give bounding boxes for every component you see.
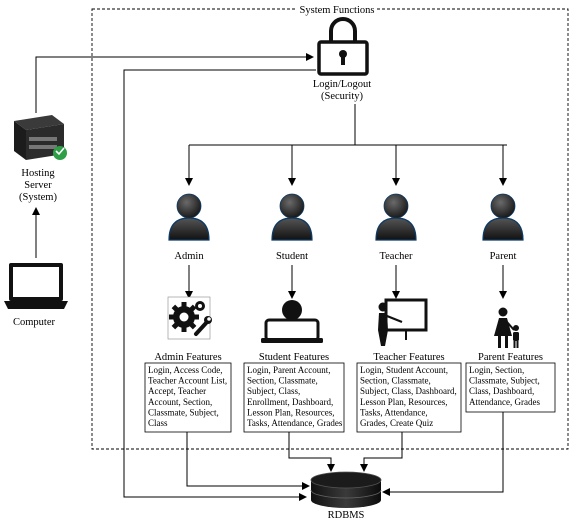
admin-role-label: Admin [174, 251, 204, 262]
teacher-feature-line: Grades, Create Quiz [360, 418, 433, 428]
padlock-icon [317, 17, 369, 76]
server-icon [14, 115, 67, 160]
parent-feature-line: Class, Dashboard, [469, 386, 534, 396]
student-user-silhouette-icon [271, 193, 313, 241]
teacher-board-icon [378, 298, 428, 346]
server-label-line3: (System) [19, 192, 57, 203]
frame-title: System Functions [300, 5, 375, 16]
database-label: RDBMS [328, 510, 365, 521]
parent-child-icon [494, 307, 519, 348]
server-label-line1: Hosting [21, 168, 55, 179]
server-to-login-arrow [35, 53, 314, 113]
parent-features-to-rdbms-arrow [382, 412, 504, 496]
parent-features-title: Parent Features [478, 352, 543, 363]
student-feature-line: Enrollment, Dashboard, [247, 397, 333, 407]
parent-user-silhouette-icon [482, 193, 524, 241]
admin-features-title: Admin Features [154, 352, 221, 363]
student-feature-line: Subject, Class, [247, 386, 300, 396]
security-label-line2: (Security) [321, 91, 363, 102]
laptop-icon [4, 263, 68, 309]
student-feature-line: Login, Parent Account, [247, 365, 330, 375]
admin-user-silhouette-icon [168, 193, 210, 241]
parent-feature-line: Classmate, Subject, [469, 376, 540, 386]
login-to-rdbms-arrow [123, 69, 316, 501]
parent-feature-line: Attendance, Grades [469, 397, 540, 407]
parent-feature-line: Login, Section, [469, 365, 524, 375]
student-role-label: Student [276, 251, 308, 262]
teacher-feature-line: Subject, Class, Dashboard, [360, 386, 457, 396]
server-label-line2: Server [24, 180, 52, 191]
student-feature-line: Lesson Plan, Resources, [247, 407, 335, 417]
student-laptop-icon [261, 300, 323, 343]
teacher-feature-line: Tasks, Attendance, [360, 407, 428, 417]
gear-wrench-icon [167, 296, 212, 340]
teacher-feature-line: Section, Classmate, [360, 376, 431, 386]
admin-feature-line: Class [148, 418, 168, 428]
student-feature-line: Section, Classmate, [247, 376, 318, 386]
teacher-features-to-rdbms-arrow [360, 432, 403, 472]
admin-feature-line: Accept, Teacher [148, 386, 206, 396]
parent-role-label: Parent [490, 251, 517, 262]
admin-feature-line: Teacher Account List, [148, 376, 227, 386]
security-label-line1: Login/Logout [313, 79, 371, 90]
database-icon [310, 471, 382, 508]
admin-feature-line: Classmate, Subject, [148, 407, 219, 417]
admin-feature-line: Login, Access Code, [148, 365, 223, 375]
teacher-user-silhouette-icon [375, 193, 417, 241]
teacher-feature-line: Login, Student Account, [360, 365, 448, 375]
student-feature-line: Tasks, Attendance, Grades [247, 418, 343, 428]
computer-label: Computer [13, 317, 55, 328]
admin-features-to-rdbms-arrow [186, 432, 310, 490]
student-features-to-rdbms-arrow [288, 432, 335, 472]
student-features-title: Student Features [259, 352, 329, 363]
admin-feature-line: Account, Section, [148, 397, 212, 407]
teacher-feature-line: Lesson Plan, Resources, [360, 397, 448, 407]
teacher-features-title: Teacher Features [373, 352, 444, 363]
teacher-role-label: Teacher [379, 251, 413, 262]
